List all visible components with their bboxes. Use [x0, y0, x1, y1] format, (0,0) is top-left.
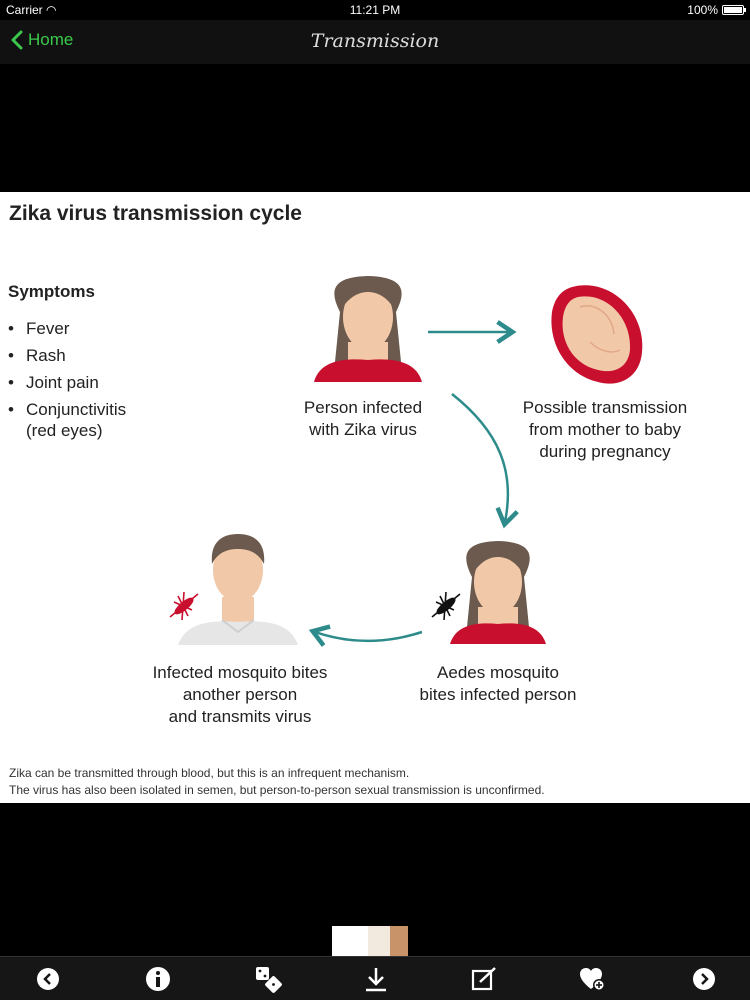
infected-mosquito-icon	[169, 591, 199, 621]
thumbnail-next-2[interactable]	[390, 926, 408, 956]
infographic-panel: Zika virus transmission cycle Symptoms F…	[0, 192, 750, 803]
dice-icon[interactable]	[254, 965, 282, 993]
download-icon[interactable]	[362, 965, 390, 993]
symptom-item: Rash	[8, 345, 126, 366]
battery-indicator: 100%	[687, 3, 746, 17]
healthy-man-illustration	[178, 534, 298, 645]
navigation-bar: Home Transmission	[0, 20, 750, 64]
caption-mosquito-transmits: Infected mosquito bites another person a…	[152, 663, 328, 726]
symptom-item: Conjunctivitis	[8, 399, 126, 420]
infected-woman-illustration	[314, 276, 422, 382]
bitten-woman-illustration	[450, 541, 546, 644]
info-icon[interactable]	[144, 965, 172, 993]
fetus-in-womb-illustration	[551, 285, 643, 384]
status-bar: Carrier ◠ 11:21 PM 100%	[0, 0, 750, 20]
page-title: Transmission	[310, 30, 440, 52]
figure-title: Zika virus transmission cycle	[9, 202, 302, 225]
edit-note-icon[interactable]	[470, 965, 498, 993]
carrier-label: Carrier ◠	[6, 3, 57, 17]
symptom-item-note: (red eyes)	[26, 421, 103, 440]
caption-person-infected: Person infected with Zika virus	[303, 398, 423, 439]
caption-mosquito-bites-infected: Aedes mosquito bites infected person	[419, 663, 577, 704]
wifi-icon: ◠	[46, 3, 57, 17]
symptoms-title: Symptoms	[8, 282, 95, 301]
symptom-item: Fever	[8, 318, 126, 339]
next-circle-icon[interactable]	[690, 965, 718, 993]
battery-icon	[722, 5, 746, 15]
home-back-button[interactable]: Home	[10, 30, 73, 50]
aedes-mosquito-icon	[431, 591, 461, 621]
arrow-curve-down	[451, 393, 519, 529]
transmission-diagram	[169, 276, 643, 647]
thumbnail-current[interactable]	[332, 926, 368, 956]
footnote-semen: The virus has also been isolated in seme…	[9, 783, 545, 797]
thumbnail-next[interactable]	[368, 926, 390, 956]
page-thumbnail-strip[interactable]	[332, 926, 408, 956]
symptoms-list: Fever Rash Joint pain Conjunctivitis (re…	[8, 318, 126, 447]
battery-percent: 100%	[687, 3, 718, 17]
arrow-curve-left	[308, 624, 423, 647]
chevron-left-icon	[11, 30, 23, 50]
prev-circle-icon[interactable]	[34, 965, 62, 993]
footnote-blood: Zika can be transmitted through blood, b…	[9, 766, 410, 780]
clock: 11:21 PM	[349, 3, 401, 17]
symptom-item: Joint pain	[8, 372, 126, 393]
favorite-add-icon[interactable]	[578, 965, 606, 993]
home-back-label: Home	[28, 30, 74, 49]
caption-mother-baby: Possible transmission from mother to bab…	[522, 398, 688, 461]
bottom-toolbar	[0, 956, 750, 1000]
